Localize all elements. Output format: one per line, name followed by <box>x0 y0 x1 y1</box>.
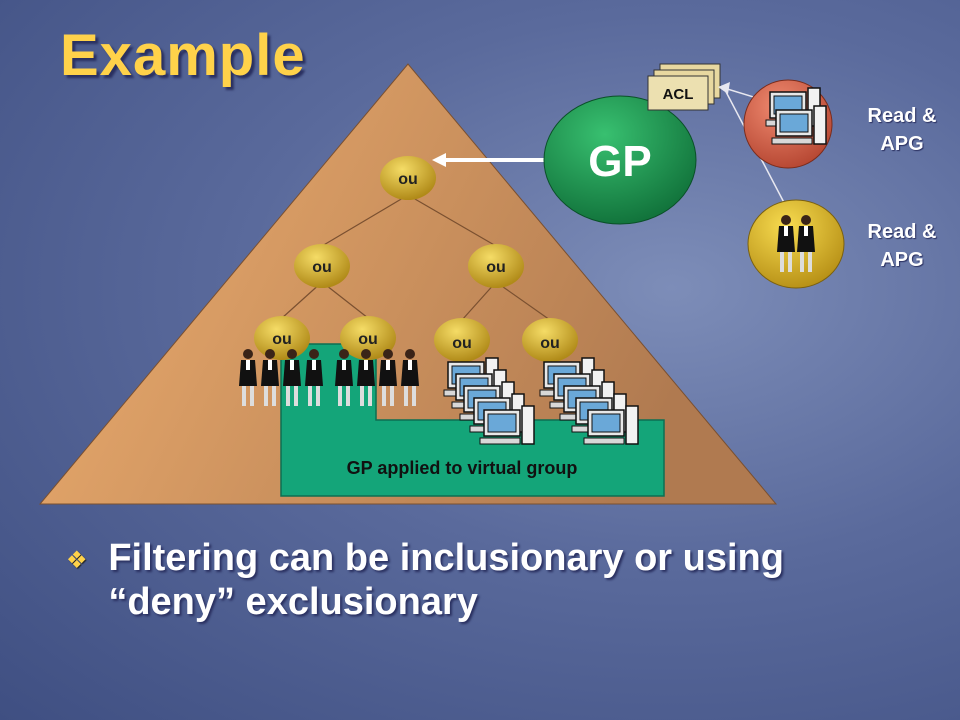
gp-node[interactable]: GP <box>543 95 697 225</box>
permission-line2: APG <box>880 249 924 271</box>
svg-text:ou: ou <box>540 335 560 352</box>
permission-label-computers: Read & APG <box>852 102 952 158</box>
permission-label-users: Read & APG <box>852 218 952 274</box>
tree-connectors <box>281 194 551 321</box>
virtual-group-label: GP applied to virtual group <box>347 458 578 478</box>
ou-node-level3-2[interactable]: ou <box>340 316 396 360</box>
ou-node-level3-1[interactable]: ou <box>254 316 310 360</box>
ou-node-level2-right[interactable]: ou <box>468 244 524 288</box>
svg-text:ou: ou <box>272 331 292 348</box>
svg-text:ACL: ACL <box>663 86 694 103</box>
permission-line1: Read & <box>867 105 937 127</box>
acl-icon[interactable]: ACL <box>647 63 721 111</box>
svg-text:ou: ou <box>486 259 506 276</box>
svg-text:ou: ou <box>312 259 332 276</box>
diamond-bullet-icon: ❖ <box>66 547 88 574</box>
ou-node-level3-3[interactable]: ou <box>434 318 490 362</box>
svg-text:ou: ou <box>398 171 418 188</box>
svg-text:GP: GP <box>588 137 652 186</box>
svg-text:ou: ou <box>358 331 378 348</box>
ou-node-root[interactable]: ou <box>380 156 436 200</box>
ou-node-level3-4[interactable]: ou <box>522 318 578 362</box>
bullet-item: ❖ Filtering can be inclusionary or using… <box>66 536 906 624</box>
users-principal-node[interactable] <box>747 199 845 289</box>
permission-line1: Read & <box>867 221 937 243</box>
permission-line2: APG <box>880 133 924 155</box>
svg-text:ou: ou <box>452 335 472 352</box>
ou-node-level2-left[interactable]: ou <box>294 244 350 288</box>
bullet-text: Filtering can be inclusionary or using “… <box>108 537 784 623</box>
computers-principal-node[interactable] <box>743 79 833 169</box>
slide-title: Example <box>60 23 306 88</box>
